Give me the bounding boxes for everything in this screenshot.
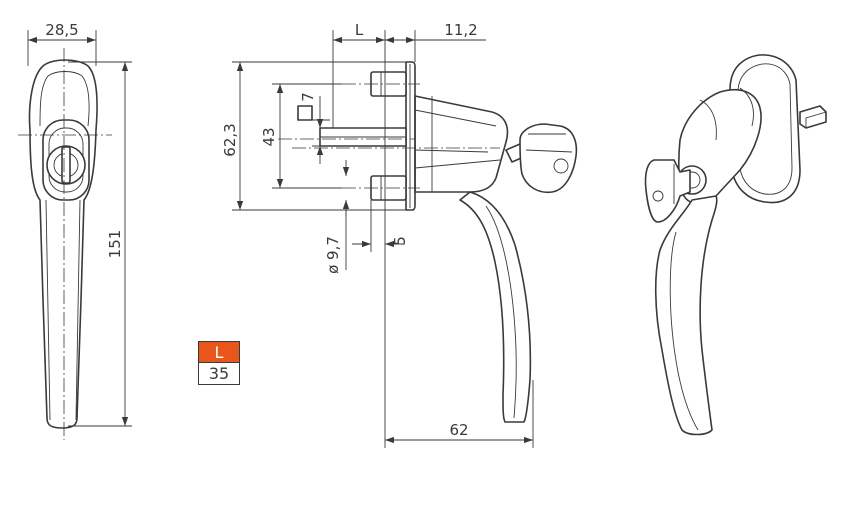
perspective-spindle: [799, 105, 827, 129]
spindle-offset-label: 5: [391, 236, 409, 246]
perspective-key: [644, 159, 691, 223]
base-depth-label: 11,2: [444, 21, 477, 39]
base-height-label: 62,3: [221, 123, 239, 156]
total-height-label: 151: [106, 230, 124, 259]
handle-body: [414, 95, 509, 193]
base-plate: [405, 61, 416, 211]
lever-arm: [459, 191, 532, 423]
handle-reach-label: 62: [449, 421, 468, 439]
spindle-length-label: L: [355, 21, 364, 39]
side-dimensions: L 11,2 62,3 43 7 ø 9,7 5 62: [221, 21, 534, 448]
diameter-symbol: ø: [324, 260, 342, 274]
screw-diameter-value: 9,7: [324, 236, 342, 260]
front-width-label: 28,5: [45, 21, 78, 39]
legend-label-box: L: [198, 341, 240, 363]
key-hole: [553, 158, 569, 174]
side-key: [505, 123, 578, 194]
front-neck: [45, 199, 81, 421]
front-dimensions: 28,5 151: [27, 21, 132, 427]
legend-value-box: 35: [198, 363, 240, 385]
square-symbol: [297, 105, 313, 121]
front-inner-contour: [39, 71, 90, 127]
screw-spacing-label: 43: [260, 127, 278, 146]
rosette-plate: [729, 54, 801, 204]
perspective-key-hole: [652, 190, 664, 202]
front-view: [18, 48, 112, 440]
side-view: [278, 61, 578, 423]
spindle-square-label: 7: [299, 92, 317, 102]
perspective-lever: [654, 195, 718, 436]
front-handle-outline: [28, 59, 98, 429]
screw-diameter-label: ø 9,7: [324, 236, 342, 274]
perspective-view: [644, 54, 827, 436]
key-slot: [61, 146, 71, 184]
